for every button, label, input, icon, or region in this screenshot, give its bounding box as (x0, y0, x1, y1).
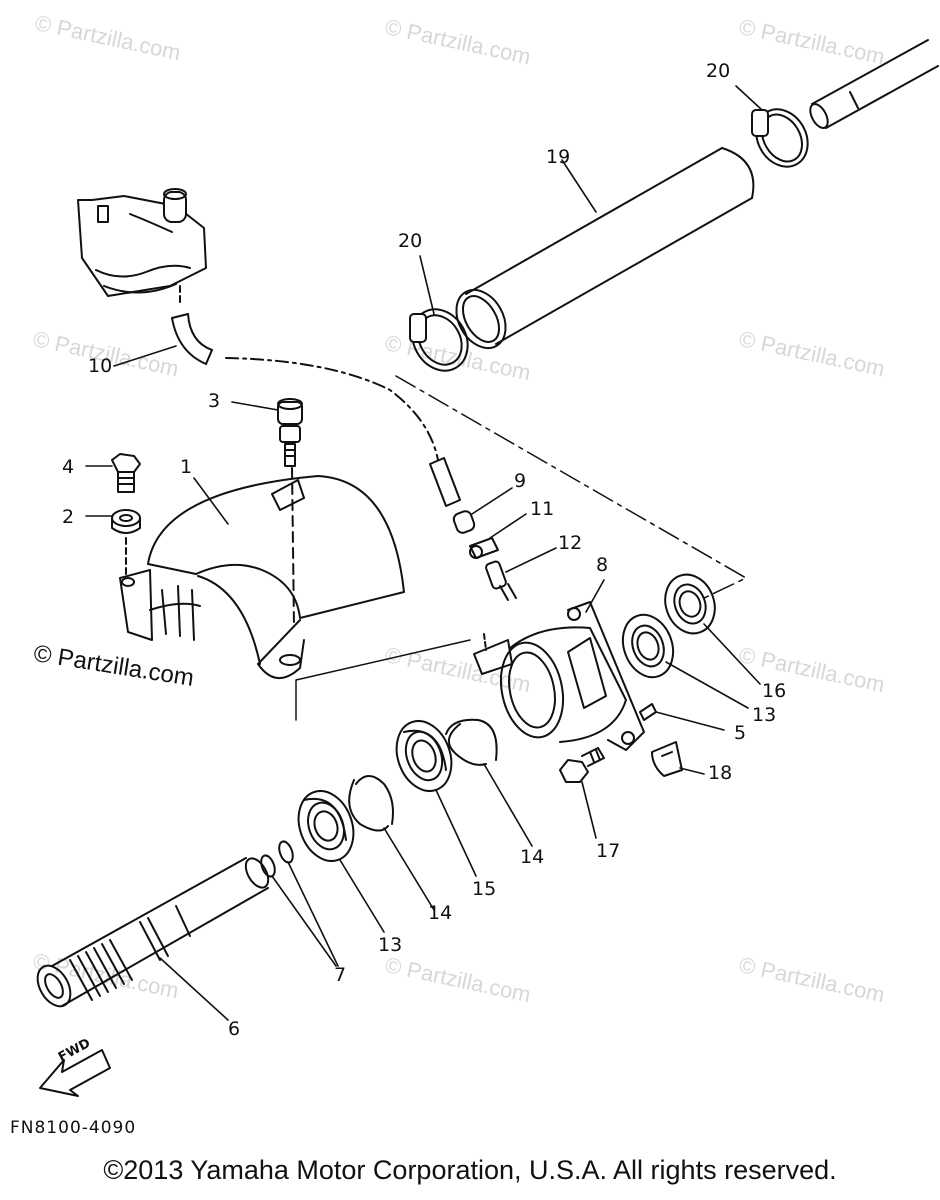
housing-bolt (559, 747, 605, 783)
dowel-pin (639, 703, 657, 721)
hose-clamp-lower (409, 308, 469, 372)
o-rings (260, 840, 294, 878)
engine-housing-corner (77, 188, 207, 305)
callout-11: 11 (530, 498, 555, 520)
callout-6: 6 (228, 1018, 241, 1040)
center-bearing (395, 720, 453, 792)
plug (277, 398, 303, 467)
callout-17: 17 (596, 840, 621, 862)
oil-seal (297, 790, 355, 862)
bearing-housing (473, 601, 645, 751)
callout-5: 5 (734, 722, 747, 744)
hose-section (429, 457, 461, 507)
callout-4: 4 (62, 456, 75, 478)
callout-10: 10 (88, 355, 113, 377)
callout-15: 15 (472, 878, 497, 900)
callout-7: 7 (334, 964, 347, 986)
bolt (111, 453, 141, 493)
callout-20-lower: 20 (398, 230, 423, 252)
nipple (469, 537, 499, 559)
bearing-right (621, 613, 675, 679)
callout-16: 16 (762, 680, 787, 702)
callout-12: 12 (558, 532, 583, 554)
fitting (452, 510, 476, 534)
callout-1: 1 (180, 456, 193, 478)
callout-2: 2 (62, 506, 75, 528)
callout-14-lower: 14 (428, 902, 453, 924)
callout-19: 19 (546, 146, 571, 168)
rubber-hose (455, 147, 755, 350)
drive-shaft-end (809, 39, 939, 129)
callout-9: 9 (514, 470, 527, 492)
bearing-outer (664, 573, 716, 635)
callout-13-lower: 13 (378, 934, 403, 956)
fwd-arrow-icon (39, 1049, 111, 1097)
callout-3: 3 (208, 390, 221, 412)
hose-fitting (485, 560, 517, 601)
callout-8: 8 (596, 554, 609, 576)
hose-clamp-upper (751, 108, 809, 168)
intake-cover (119, 467, 405, 679)
clip (651, 741, 683, 777)
drive-shaft (36, 857, 270, 1008)
snap-ring-lower (348, 775, 394, 832)
copyright-notice: ©2013 Yamaha Motor Corporation, U.S.A. A… (103, 1155, 837, 1185)
callout-20-upper: 20 (706, 60, 731, 82)
water-hose (171, 313, 439, 461)
collar (111, 509, 141, 534)
callout-18: 18 (708, 762, 733, 784)
callout-14-upper: 14 (520, 846, 545, 868)
snap-ring-upper (445, 718, 498, 766)
callout-13-right: 13 (752, 704, 777, 726)
diagram-code: FN8100-4090 (10, 1118, 137, 1138)
